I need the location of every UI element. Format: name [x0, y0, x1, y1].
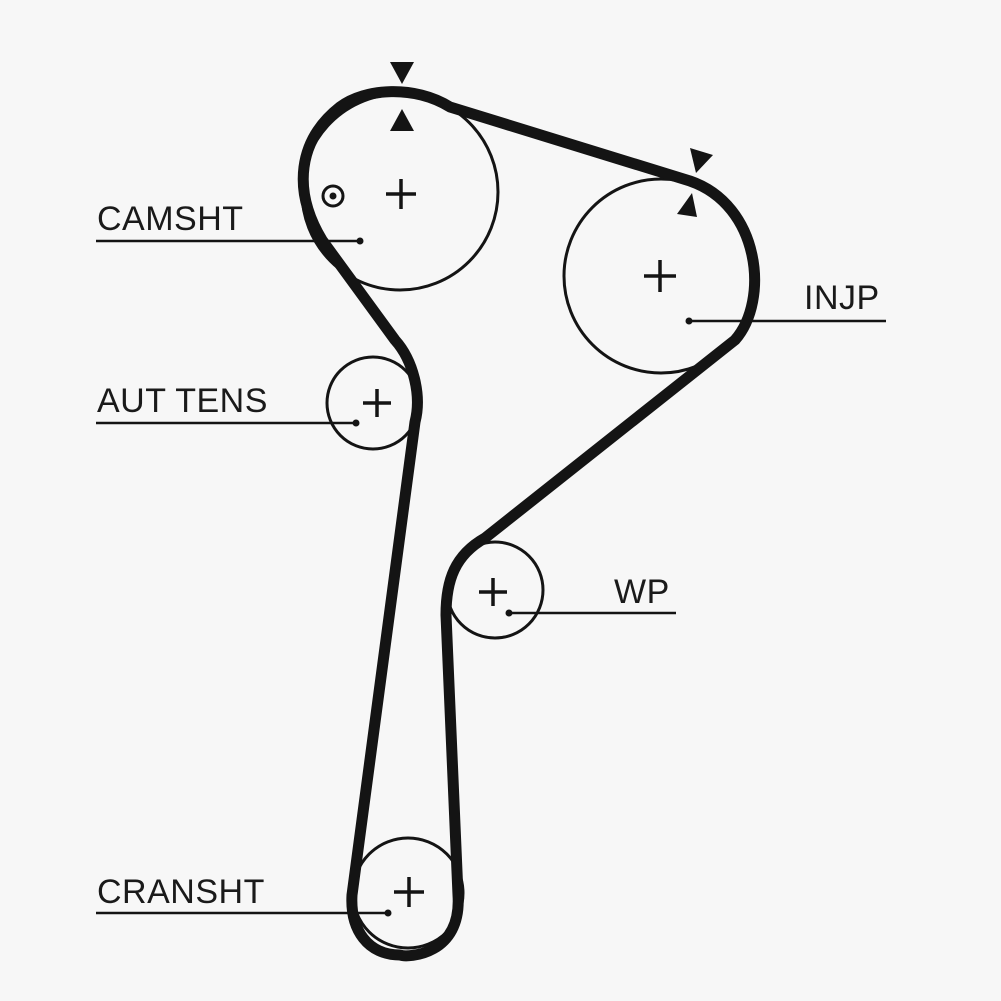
timing-mark-icon — [390, 62, 414, 131]
camshaft-leader — [96, 237, 364, 245]
auto-tensioner-leader — [96, 419, 360, 427]
center-cross-icon — [479, 578, 507, 606]
timing-belt — [297, 86, 760, 962]
center-cross-icon — [386, 179, 416, 209]
water-pump-leader — [505, 609, 676, 617]
auto-tensioner-label: AUT TENS — [97, 382, 268, 420]
crankshaft-leader — [96, 909, 392, 917]
center-cross-icon — [394, 877, 424, 907]
locating-pin-icon — [321, 184, 345, 208]
center-cross-icon — [363, 389, 391, 417]
camshaft-label: CAMSHT — [97, 200, 244, 238]
timing-mark-icon — [677, 148, 713, 217]
injection-pump-leader — [685, 317, 886, 325]
water-pump-label: WP — [614, 573, 670, 611]
crankshaft-label: CRANSHT — [97, 873, 265, 911]
injection-pump-label: INJP — [804, 279, 880, 317]
center-cross-icon — [644, 260, 676, 292]
